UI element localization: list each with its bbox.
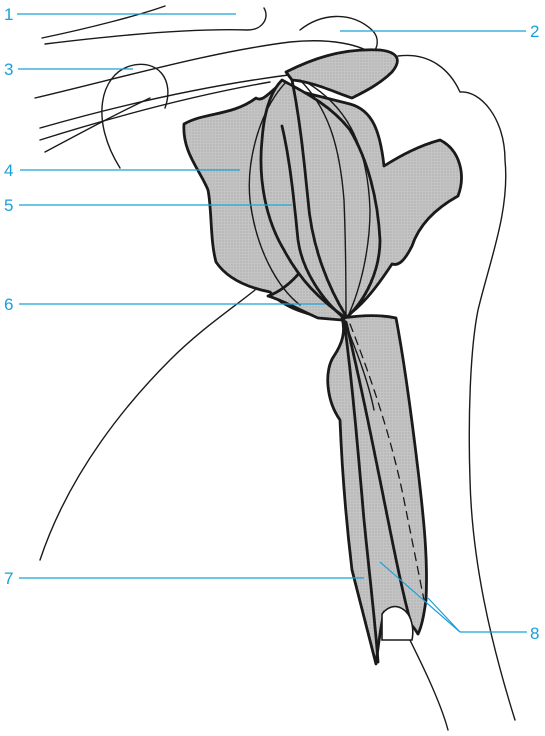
label-1: 1 [4,5,13,24]
label-2: 2 [530,22,539,41]
label-8: 8 [530,624,539,643]
muscle-group [184,50,462,664]
leader-line-8c [428,598,460,632]
label-6: 6 [4,295,13,314]
neck-line [300,16,377,54]
label-3: 3 [4,60,13,79]
label-4: 4 [4,161,13,180]
scapula-edge-line [45,98,150,152]
triceps-muscle [328,316,427,664]
back-contour [40,290,255,560]
label-7: 7 [4,569,13,588]
label-5: 5 [4,196,13,215]
